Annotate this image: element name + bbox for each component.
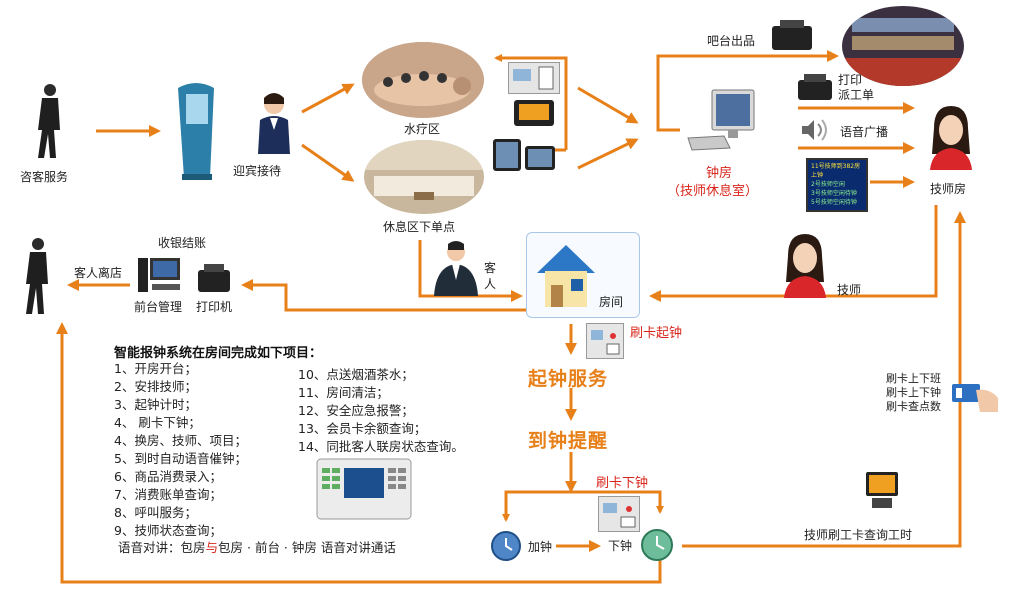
intercom-text-c: 包房 · 前台 · 钟房 语音对讲通话 xyxy=(218,540,396,555)
consult-label: 咨客服务 xyxy=(20,170,69,184)
due-remind-label: 到钟提醒 xyxy=(528,430,609,452)
room-label: 房间 xyxy=(599,295,624,309)
led-board: 11号技师到382房上钟 2号技师空闲 3号技师空闲待钟 5号技师空闲待钟 xyxy=(806,158,868,212)
intercom-text-a: 语音对讲：包房 xyxy=(118,540,206,555)
technician-label: 技师 xyxy=(837,283,862,297)
front-desk-pc-icon xyxy=(136,254,182,296)
list-item: 9、技师状态查询； xyxy=(114,523,222,538)
intercom-text-b: 与 xyxy=(205,540,219,555)
computer-icon xyxy=(684,88,764,154)
led-line: 3号技师空闲待钟 xyxy=(811,190,857,197)
led-line: 5号技师空闲待钟 xyxy=(811,199,857,206)
voice-broadcast-label: 语音广播 xyxy=(840,125,889,139)
room-keypad-device xyxy=(316,458,412,520)
clock-room-title: 钟房 xyxy=(706,166,733,181)
print-dispatch-label: 打印 派工单 xyxy=(838,73,875,102)
receptionist-icon xyxy=(244,90,300,154)
list-item: 1、开房开台； xyxy=(114,361,197,376)
checkout-label: 收银结账 xyxy=(158,236,207,250)
list-item: 3、起钟计时； xyxy=(114,397,197,412)
bar-photo xyxy=(842,6,964,86)
list-item: 4、 刷卡下钟； xyxy=(114,415,201,430)
tablet-landscape-icon xyxy=(524,145,556,171)
list-item: 13、会员卡余额查询； xyxy=(298,421,427,436)
spa-photo xyxy=(362,42,484,118)
list-item: 11、房间清洁； xyxy=(298,385,389,400)
spa-label: 水疗区 xyxy=(404,122,441,136)
list-item: 2、安排技师； xyxy=(114,379,197,394)
technician-portrait xyxy=(778,232,832,298)
guest-suit-icon xyxy=(430,240,482,296)
walking-guest-icon xyxy=(30,82,70,160)
pos-terminal-icon xyxy=(512,98,556,128)
front-desk-label: 前台管理 xyxy=(134,300,183,314)
led-line: 2号技师空闲 xyxy=(811,181,845,188)
list-item: 8、呼叫服务； xyxy=(114,505,197,520)
tech-room-label: 技师房 xyxy=(930,182,967,196)
house-icon xyxy=(537,245,595,307)
card-reader-icon xyxy=(508,62,560,94)
technician-room-portrait xyxy=(924,104,978,170)
add-clock-label: 加钟 xyxy=(528,540,553,554)
rest-area-photo xyxy=(364,140,484,214)
list-item: 6、商品消费录入； xyxy=(114,469,222,484)
hand-card-icon xyxy=(950,378,1000,414)
system-title: 智能报钟系统在房间完成如下项目： xyxy=(114,346,323,361)
add-clock-icon xyxy=(490,530,522,562)
welcome-label: 迎宾接待 xyxy=(233,164,282,178)
list-item: 14、同批客人联房状态查询。 xyxy=(298,439,464,454)
list-item: 12、安全应急报警； xyxy=(298,403,414,418)
start-service-label: 起钟服务 xyxy=(528,368,609,390)
bar-printer-icon xyxy=(770,18,814,52)
list-item: 7、消费账单查询； xyxy=(114,487,222,502)
leaving-guest-icon xyxy=(18,236,58,316)
end-clock-label: 下钟 xyxy=(608,539,633,553)
system-list-right: 10、点送烟酒茶水； 11、房间清洁； 12、安全应急报警； 13、会员卡余额查… xyxy=(298,366,464,456)
card-end-label: 刷卡下钟 xyxy=(596,476,649,491)
list-item: 10、点送烟酒茶水； xyxy=(298,367,414,382)
room-card-reader-icon xyxy=(586,323,624,359)
printer-label: 打印机 xyxy=(196,300,233,314)
end-clock-icon xyxy=(640,528,674,562)
list-item: 5、到时自动语音催钟； xyxy=(114,451,247,466)
checkout-printer-icon xyxy=(196,262,232,294)
tablet-icon xyxy=(492,138,522,172)
pos-query-terminal-icon xyxy=(862,470,902,510)
guest-leave-label: 客人离店 xyxy=(74,266,123,280)
intercom-line: 语音对讲：包房与包房 · 前台 · 钟房 语音对讲通话 xyxy=(118,537,396,556)
list-item: 4、换房、技师、项目； xyxy=(114,433,247,448)
room-card: 房间 xyxy=(526,232,640,318)
dispatch-printer-icon xyxy=(796,72,834,102)
clock-room-subtitle: （技师休息室） xyxy=(667,184,759,199)
speaker-icon xyxy=(800,118,830,142)
bar-label: 吧台出品 xyxy=(707,34,756,48)
led-line: 11号技师到382房上钟 xyxy=(811,163,861,179)
kiosk-icon xyxy=(170,78,222,182)
guest-label: 客 人 xyxy=(484,261,497,291)
system-list-left: 1、开房开台； 2、安排技师； 3、起钟计时； 4、 刷卡下钟； 4、换房、技师… xyxy=(114,360,247,540)
rest-area-label: 休息区下单点 xyxy=(383,220,456,234)
end-card-reader-icon xyxy=(598,496,640,532)
tech-card-side-label: 刷卡上下班 刷卡上下钟 刷卡查点数 xyxy=(886,372,941,413)
tech-card-query-label: 技师刷工卡查询工时 xyxy=(804,528,913,542)
card-start-label: 刷卡起钟 xyxy=(630,326,683,341)
